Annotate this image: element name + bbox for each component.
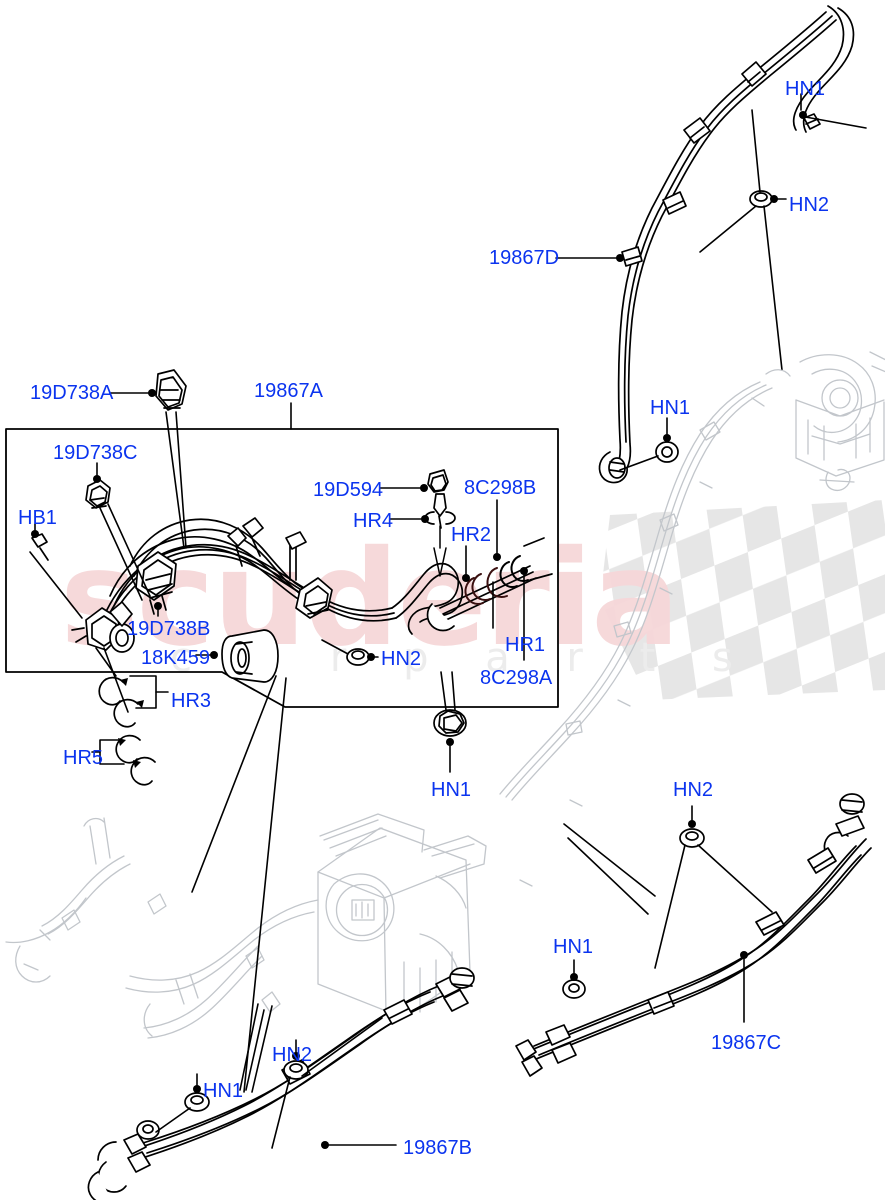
leader-HR2 — [462, 545, 470, 582]
fastener-hn1-center — [433, 671, 467, 773]
callout-HR1[interactable]: HR1 — [505, 634, 546, 656]
leader-19D594 — [379, 484, 428, 492]
callout-HR3[interactable]: HR3 — [171, 690, 212, 712]
fastener-hn2-lowright — [654, 805, 773, 969]
leader-inset-to-hvac — [191, 675, 287, 1093]
callout-8C298B[interactable]: 8C298B — [464, 477, 537, 499]
callout-HB1[interactable]: HB1 — [18, 507, 57, 529]
callout-HR5[interactable]: HR5 — [63, 747, 104, 769]
callout-18K459[interactable]: 18K459 — [141, 647, 210, 669]
ghost-hvac-module — [5, 813, 487, 1039]
leader-8C298A — [520, 567, 528, 661]
callout-19867C[interactable]: 19867C — [711, 1032, 782, 1054]
part-19D738A — [109, 369, 187, 549]
callout-19D738C[interactable]: 19D738C — [53, 442, 138, 464]
fastener-hn1-lowright — [562, 959, 586, 999]
callout-HN1-topright[interactable]: HN1 — [785, 78, 826, 100]
callout-HN2-bottom[interactable]: HN2 — [272, 1044, 313, 1066]
callout-19867B[interactable]: 19867B — [403, 1137, 472, 1159]
part-HR3 — [95, 647, 169, 728]
part-HR5 — [91, 734, 156, 786]
callout-HN2-topright[interactable]: HN2 — [789, 194, 830, 216]
fastener-hn1-midright — [619, 417, 679, 471]
leader-inset-to-19867B — [239, 1003, 273, 1093]
fastener-hn2-bottom — [271, 1017, 383, 1149]
callout-HN2-center[interactable]: HN2 — [381, 648, 422, 670]
callout-HR4[interactable]: HR4 — [353, 510, 394, 532]
fastener-hn1-bottom — [155, 1073, 210, 1133]
pipe-19867D — [598, 5, 855, 484]
callout-19867A[interactable]: 19867A — [254, 380, 323, 402]
callout-HR2[interactable]: HR2 — [451, 524, 492, 546]
part-19D738C — [85, 462, 151, 601]
callout-HN2-lowright[interactable]: HN2 — [673, 779, 714, 801]
leader-8C298B — [493, 499, 501, 561]
callout-19D738B[interactable]: 19D738B — [127, 618, 211, 640]
part-19D594 — [424, 469, 456, 577]
callout-HN1-bottom[interactable]: HN1 — [203, 1080, 244, 1102]
pipe-19867C — [515, 793, 872, 1077]
callout-8C298A[interactable]: 8C298A — [480, 667, 553, 689]
callout-19D594[interactable]: 19D594 — [313, 479, 384, 501]
fastener-hn2-topright — [699, 109, 787, 371]
callout-HN1-center[interactable]: HN1 — [431, 779, 472, 801]
fastener-hn2-center — [321, 639, 379, 666]
callout-HN1-midright[interactable]: HN1 — [650, 397, 691, 419]
leader-19D738B — [154, 602, 162, 617]
callout-HN1-lowright[interactable]: HN1 — [553, 936, 594, 958]
part-HR4 — [389, 515, 429, 523]
part-18K459 — [195, 629, 279, 683]
leader-center-to-19867C — [563, 823, 656, 915]
ghost-compressor-unit — [499, 351, 885, 887]
pipe-19867B — [87, 967, 475, 1200]
pipe-19867A — [29, 462, 553, 683]
part-HB1 — [29, 523, 83, 619]
detail-inset-frame — [5, 428, 559, 708]
checkered-flag-watermark — [600, 500, 885, 700]
callout-19D738A[interactable]: 19D738A — [30, 382, 114, 404]
leader-19867B — [321, 1141, 397, 1149]
leader-19867C — [740, 951, 748, 1023]
leader-19867D — [555, 254, 624, 262]
fastener-hn1-topright — [799, 93, 867, 130]
callout-19867D[interactable]: 19867D — [489, 247, 560, 269]
